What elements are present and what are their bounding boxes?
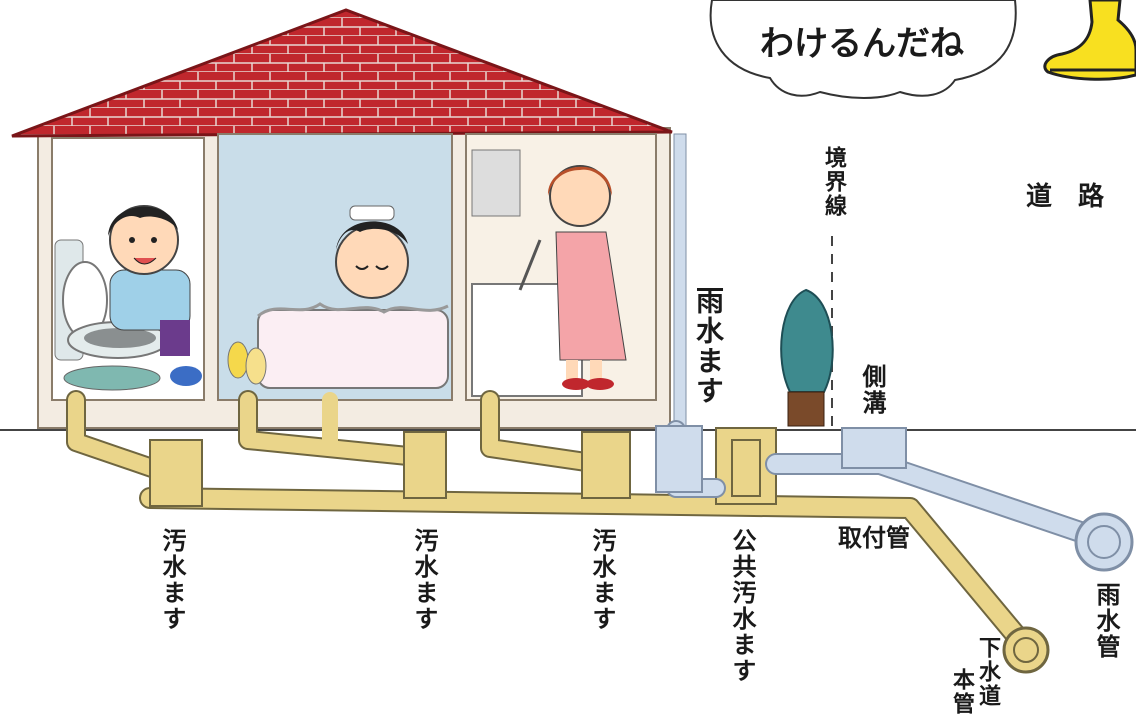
label-sewer-main-2: 本管 bbox=[949, 668, 974, 716]
sewage-basin-3 bbox=[581, 431, 631, 499]
rain-downpipe bbox=[673, 133, 687, 431]
label-public-sewage-basin: 公共汚水ます bbox=[728, 528, 756, 684]
label-sewage-basin-1: 汚水ます bbox=[158, 528, 186, 632]
speech-bubble-text: わけるんだね bbox=[760, 24, 964, 64]
label-connection-pipe: 取付管 bbox=[838, 524, 910, 552]
sewage-basin-2 bbox=[403, 431, 447, 499]
boy-character bbox=[108, 205, 202, 386]
toilet bbox=[54, 239, 169, 391]
bathtub bbox=[227, 205, 449, 389]
sewer-main-pipe bbox=[1002, 626, 1050, 674]
tree bbox=[780, 288, 834, 427]
woman-character bbox=[547, 165, 627, 390]
character-boot bbox=[1043, 0, 1136, 81]
label-road: 道 路 bbox=[1026, 182, 1105, 212]
label-rain-basin: 雨水ます bbox=[692, 286, 725, 406]
label-sewage-basin-3: 汚水ます bbox=[588, 528, 616, 632]
label-boundary-line: 境界線 bbox=[821, 146, 846, 218]
label-rain-pipe: 雨水管 bbox=[1092, 582, 1120, 660]
rain-main-pipe bbox=[1074, 512, 1134, 572]
side-ditch bbox=[841, 427, 907, 469]
rain-basin bbox=[655, 425, 703, 493]
label-sewer-main-1: 下水道 bbox=[975, 636, 1000, 708]
sewage-basin-1 bbox=[149, 439, 203, 507]
sewage-pipes bbox=[66, 390, 1031, 651]
label-side-ditch: 側溝 bbox=[858, 364, 886, 416]
speech-bubble bbox=[709, 0, 1017, 99]
label-sewage-basin-2: 汚水ます bbox=[410, 528, 438, 632]
roof bbox=[11, 8, 673, 138]
